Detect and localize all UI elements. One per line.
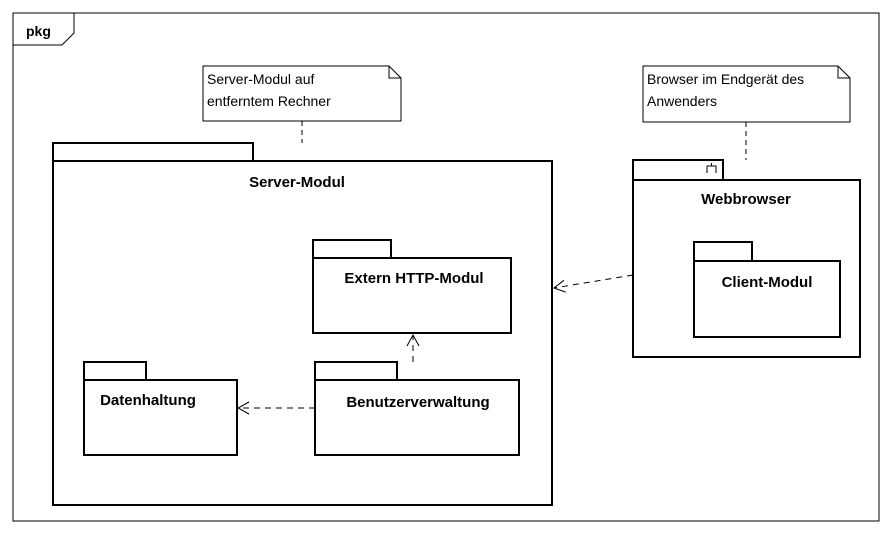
package-server-modul-label: Server-Modul [249, 174, 345, 191]
frame-label: pkg [26, 23, 51, 39]
note-browser-line-1: Browser im Endgerät des [647, 71, 804, 87]
package-benutzerverwaltung: Benutzerverwaltung [314, 361, 520, 456]
package-datenhaltung-label: Datenhaltung [100, 392, 196, 409]
package-datenhaltung: Datenhaltung [83, 361, 238, 456]
component-icon [706, 163, 717, 173]
package-extern-http: Extern HTTP-Modul [312, 239, 512, 334]
package-client-modul: Client-Modul [693, 241, 841, 338]
note-browser-line-2: Anwenders [647, 93, 717, 109]
package-webbrowser-label: Webbrowser [701, 191, 791, 208]
dependency-webbrowser-to-server [552, 274, 634, 293]
note-server: Server-Modul auf entferntem Rechner [202, 65, 402, 122]
package-extern-http-label: Extern HTTP-Modul [344, 270, 483, 287]
note-server-line-2: entferntem Rechner [207, 93, 331, 109]
package-benutzerverwaltung-label: Benutzerverwaltung [346, 394, 489, 411]
note-server-line-1: Server-Modul auf [207, 71, 314, 87]
note-browser: Browser im Endgerät des Anwenders [642, 65, 851, 123]
package-client-modul-label: Client-Modul [722, 274, 813, 291]
pkg-frame: pkg [12, 12, 880, 522]
